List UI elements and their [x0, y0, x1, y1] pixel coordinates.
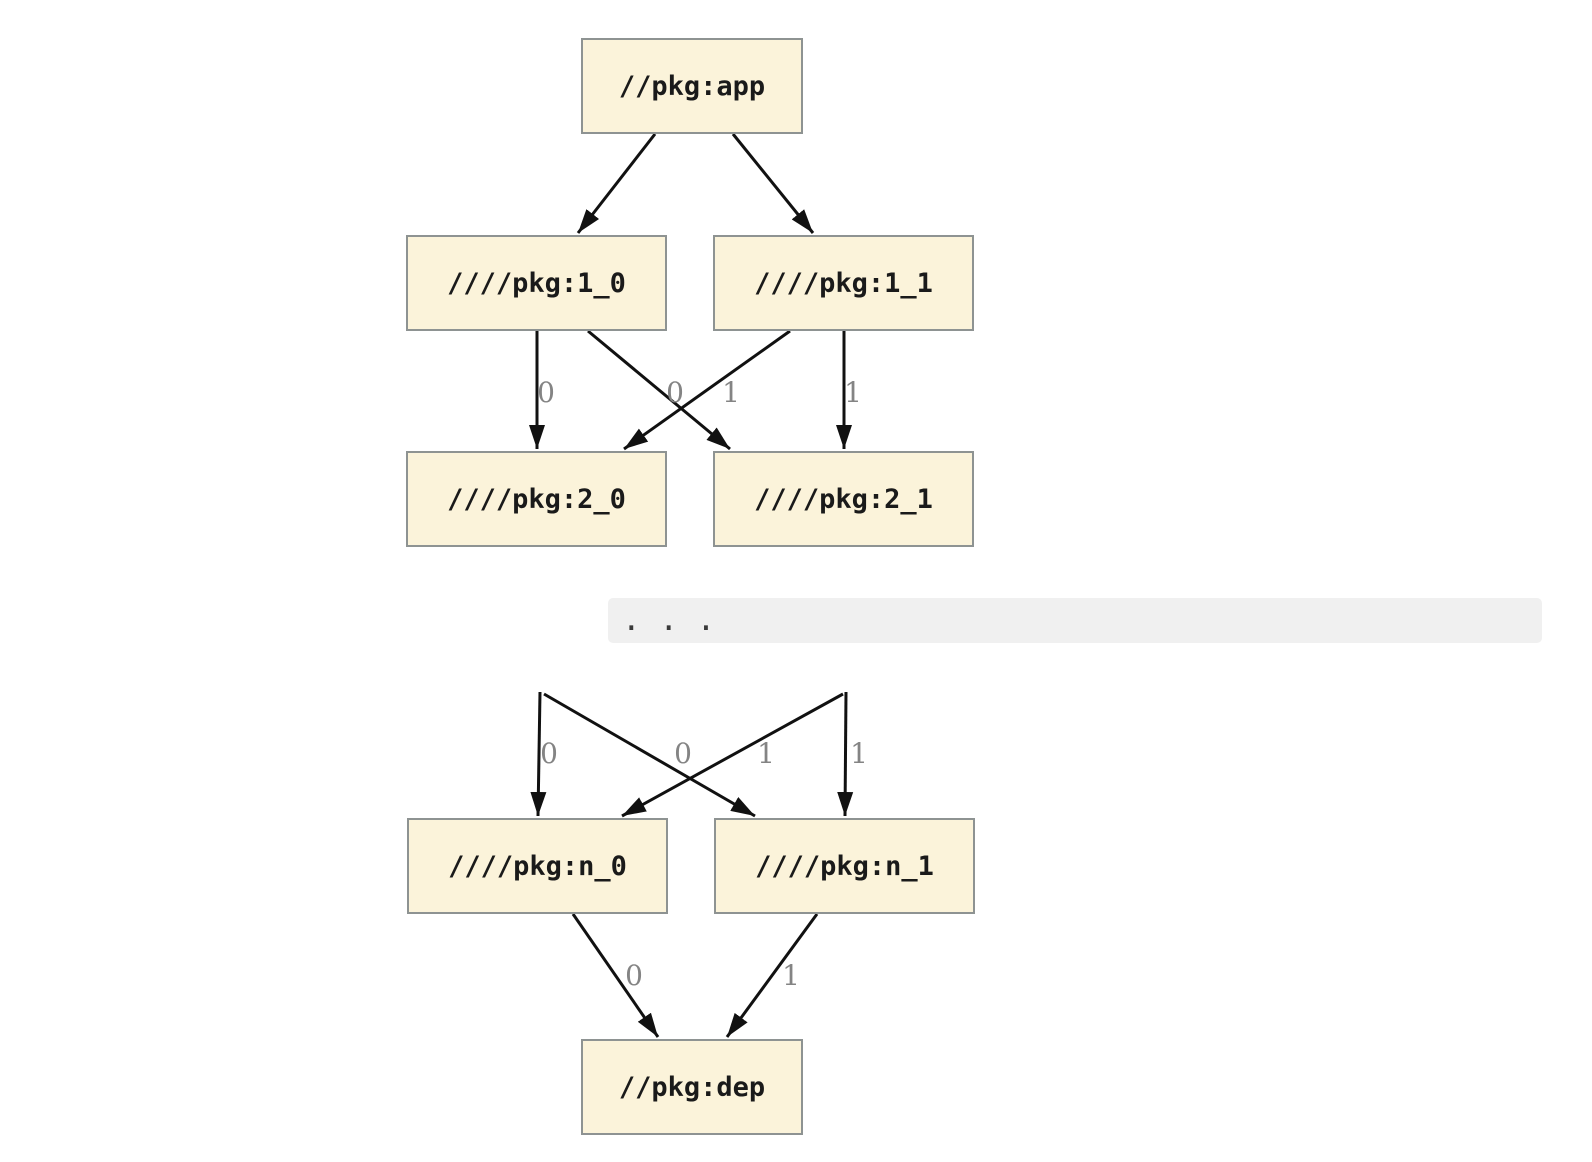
edge-label: 1: [757, 737, 775, 770]
edge-ellipsis-to-pkgn_0: [530, 691, 547, 817]
edge-label: 0: [666, 376, 684, 409]
node-label: ////pkg:n_0: [448, 850, 627, 882]
node-pkg-1_0: ////pkg:1_0: [406, 235, 667, 331]
edge-label: 0: [537, 376, 555, 409]
node-label: //pkg:dep: [618, 1071, 766, 1103]
ellipsis-text: . . .: [622, 602, 716, 638]
node-pkg-n_0: ////pkg:n_0: [407, 818, 668, 914]
node-pkg-1_1: ////pkg:1_1: [713, 235, 974, 331]
edge-app-to-pkg1_0: [576, 133, 657, 234]
edge-label: 0: [540, 737, 558, 770]
node-pkg-dep: //pkg:dep: [581, 1039, 803, 1135]
edge-label: 1: [782, 959, 800, 992]
edge-label: 1: [722, 376, 740, 409]
edge-label: 1: [844, 376, 862, 409]
node-label: ////pkg:n_1: [755, 850, 934, 882]
edge-pkgn_1-to-dep: [725, 913, 819, 1038]
edge-app-to-pkg1_1: [731, 133, 815, 234]
edge-ellipsis-to-pkgn_1-cross: [543, 692, 756, 818]
node-label: ////pkg:2_1: [754, 483, 933, 515]
edge-pkgn_0-to-dep: [571, 913, 660, 1038]
edge-label: 0: [674, 737, 692, 770]
edge-ellipsis-to-pkgn_1: [837, 691, 854, 817]
edge-pkg1_0-to-pkg2_1: [587, 329, 731, 451]
edge-ellipsis-to-pkgn_0-cross: [621, 692, 844, 818]
node-label: ////pkg:2_0: [447, 483, 626, 515]
edge-label: 0: [625, 959, 643, 992]
node-pkg-2_1: ////pkg:2_1: [713, 451, 974, 547]
edge-pkg1_1-to-pkg2_0: [623, 329, 791, 451]
node-label: ////pkg:1_0: [447, 267, 626, 299]
code-block-ellipsis: . . .: [608, 598, 1542, 643]
node-pkg-app: //pkg:app: [581, 38, 803, 134]
edge-label: 1: [850, 737, 868, 770]
node-pkg-2_0: ////pkg:2_0: [406, 451, 667, 547]
node-pkg-n_1: ////pkg:n_1: [714, 818, 975, 914]
node-label: //pkg:app: [618, 70, 766, 102]
node-label: ////pkg:1_1: [754, 267, 933, 299]
